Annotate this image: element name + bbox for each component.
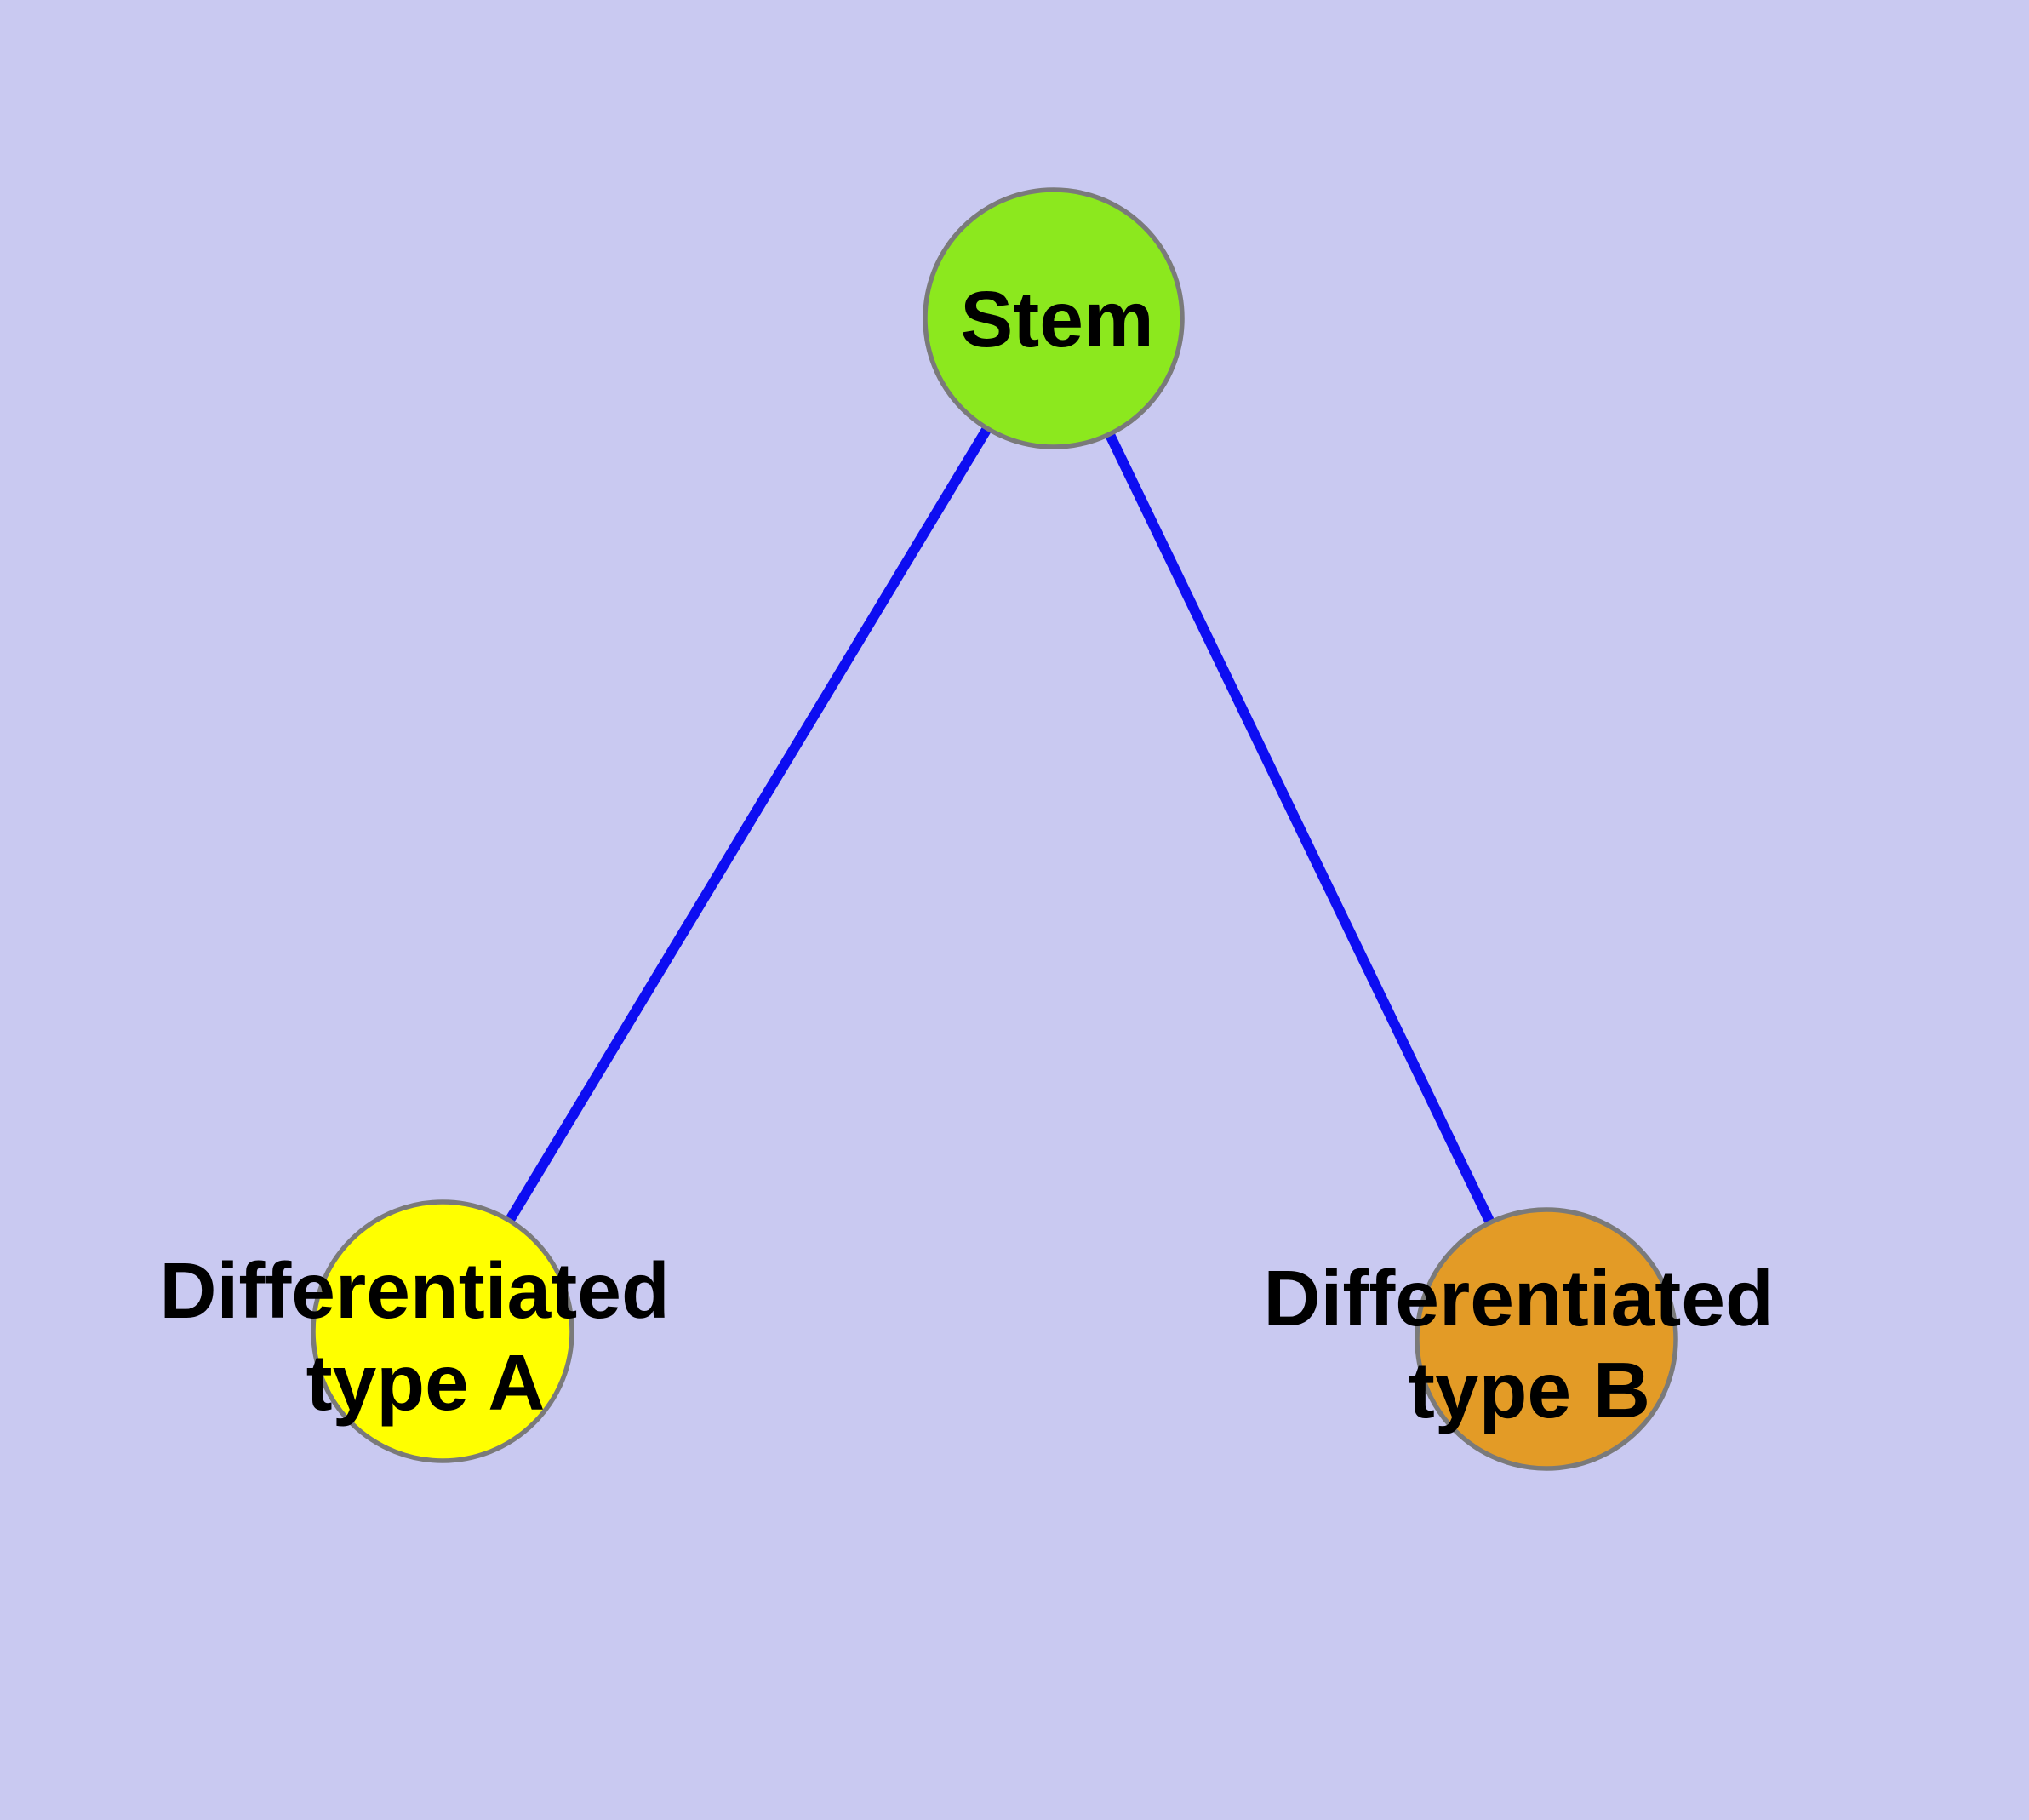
node-type-a-label-line2: type A: [306, 1338, 546, 1427]
node-type-b-label: Differentiated type B: [1263, 1254, 1795, 1434]
node-type-b-label-line2: type B: [1409, 1346, 1650, 1434]
node-type-b-label-line1: Differentiated: [1263, 1254, 1773, 1342]
node-stem-label: Stem: [960, 275, 1153, 363]
node-type-a-label-line1: Differentiated: [159, 1246, 669, 1335]
node-type-a-circle: [311, 1199, 574, 1463]
edge-stem-to-type-a: [437, 315, 1059, 1335]
node-stem-circle: [923, 187, 1185, 449]
node-type-b-circle: [1415, 1207, 1678, 1471]
edge-stem-to-type-b: [1049, 316, 1552, 1342]
node-type-a-label: Differentiated type A: [159, 1246, 691, 1427]
